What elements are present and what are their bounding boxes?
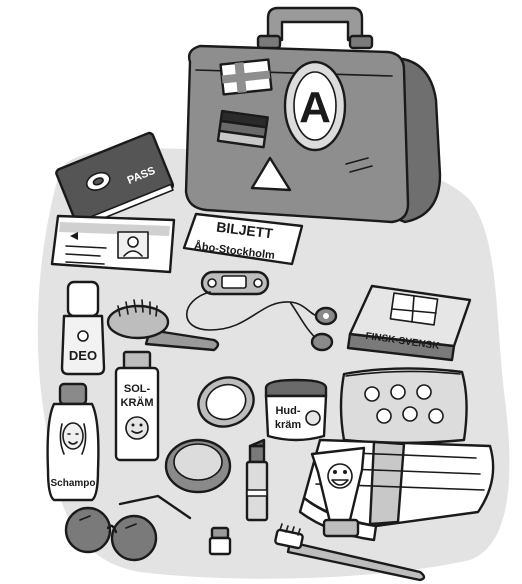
skin-cream: Hud- kräm: [264, 378, 328, 442]
sunscreen: SOL- KRÄM: [114, 350, 160, 462]
toothbrush: [274, 523, 426, 582]
sunscreen-line1: SOL-: [124, 383, 151, 395]
compact-mirror: [164, 376, 255, 494]
triangle-sticker: [250, 156, 292, 192]
shampoo-label: Schampo: [50, 478, 95, 489]
id-card: [50, 214, 176, 274]
small-bottle: [208, 526, 232, 556]
hairbrush: [106, 299, 220, 352]
earphones: [310, 306, 338, 352]
striped-flag-sticker: [216, 109, 269, 149]
music-player: [200, 270, 270, 296]
a-sticker-letter: A: [299, 83, 331, 132]
toiletry-bag: [339, 367, 468, 445]
shampoo: Schampo: [46, 382, 100, 502]
a-sticker: A: [283, 60, 347, 152]
lipstick: [245, 438, 269, 522]
sunglasses: [64, 494, 192, 562]
suitcase: A: [184, 6, 442, 224]
flag-sticker: [219, 58, 273, 96]
suitcase-marks: [345, 157, 373, 173]
deodorant: DEO: [60, 280, 106, 376]
skin-cream-line2: kräm: [275, 419, 302, 431]
dictionary: FINSK-SVENSK: [346, 284, 472, 362]
sunscreen-line2: KRÄM: [121, 396, 154, 409]
deodorant-label: DEO: [69, 348, 97, 363]
toothpaste: [310, 446, 366, 538]
skin-cream-line1: Hud-: [275, 405, 300, 417]
ticket-title: BILJETT: [215, 219, 274, 242]
